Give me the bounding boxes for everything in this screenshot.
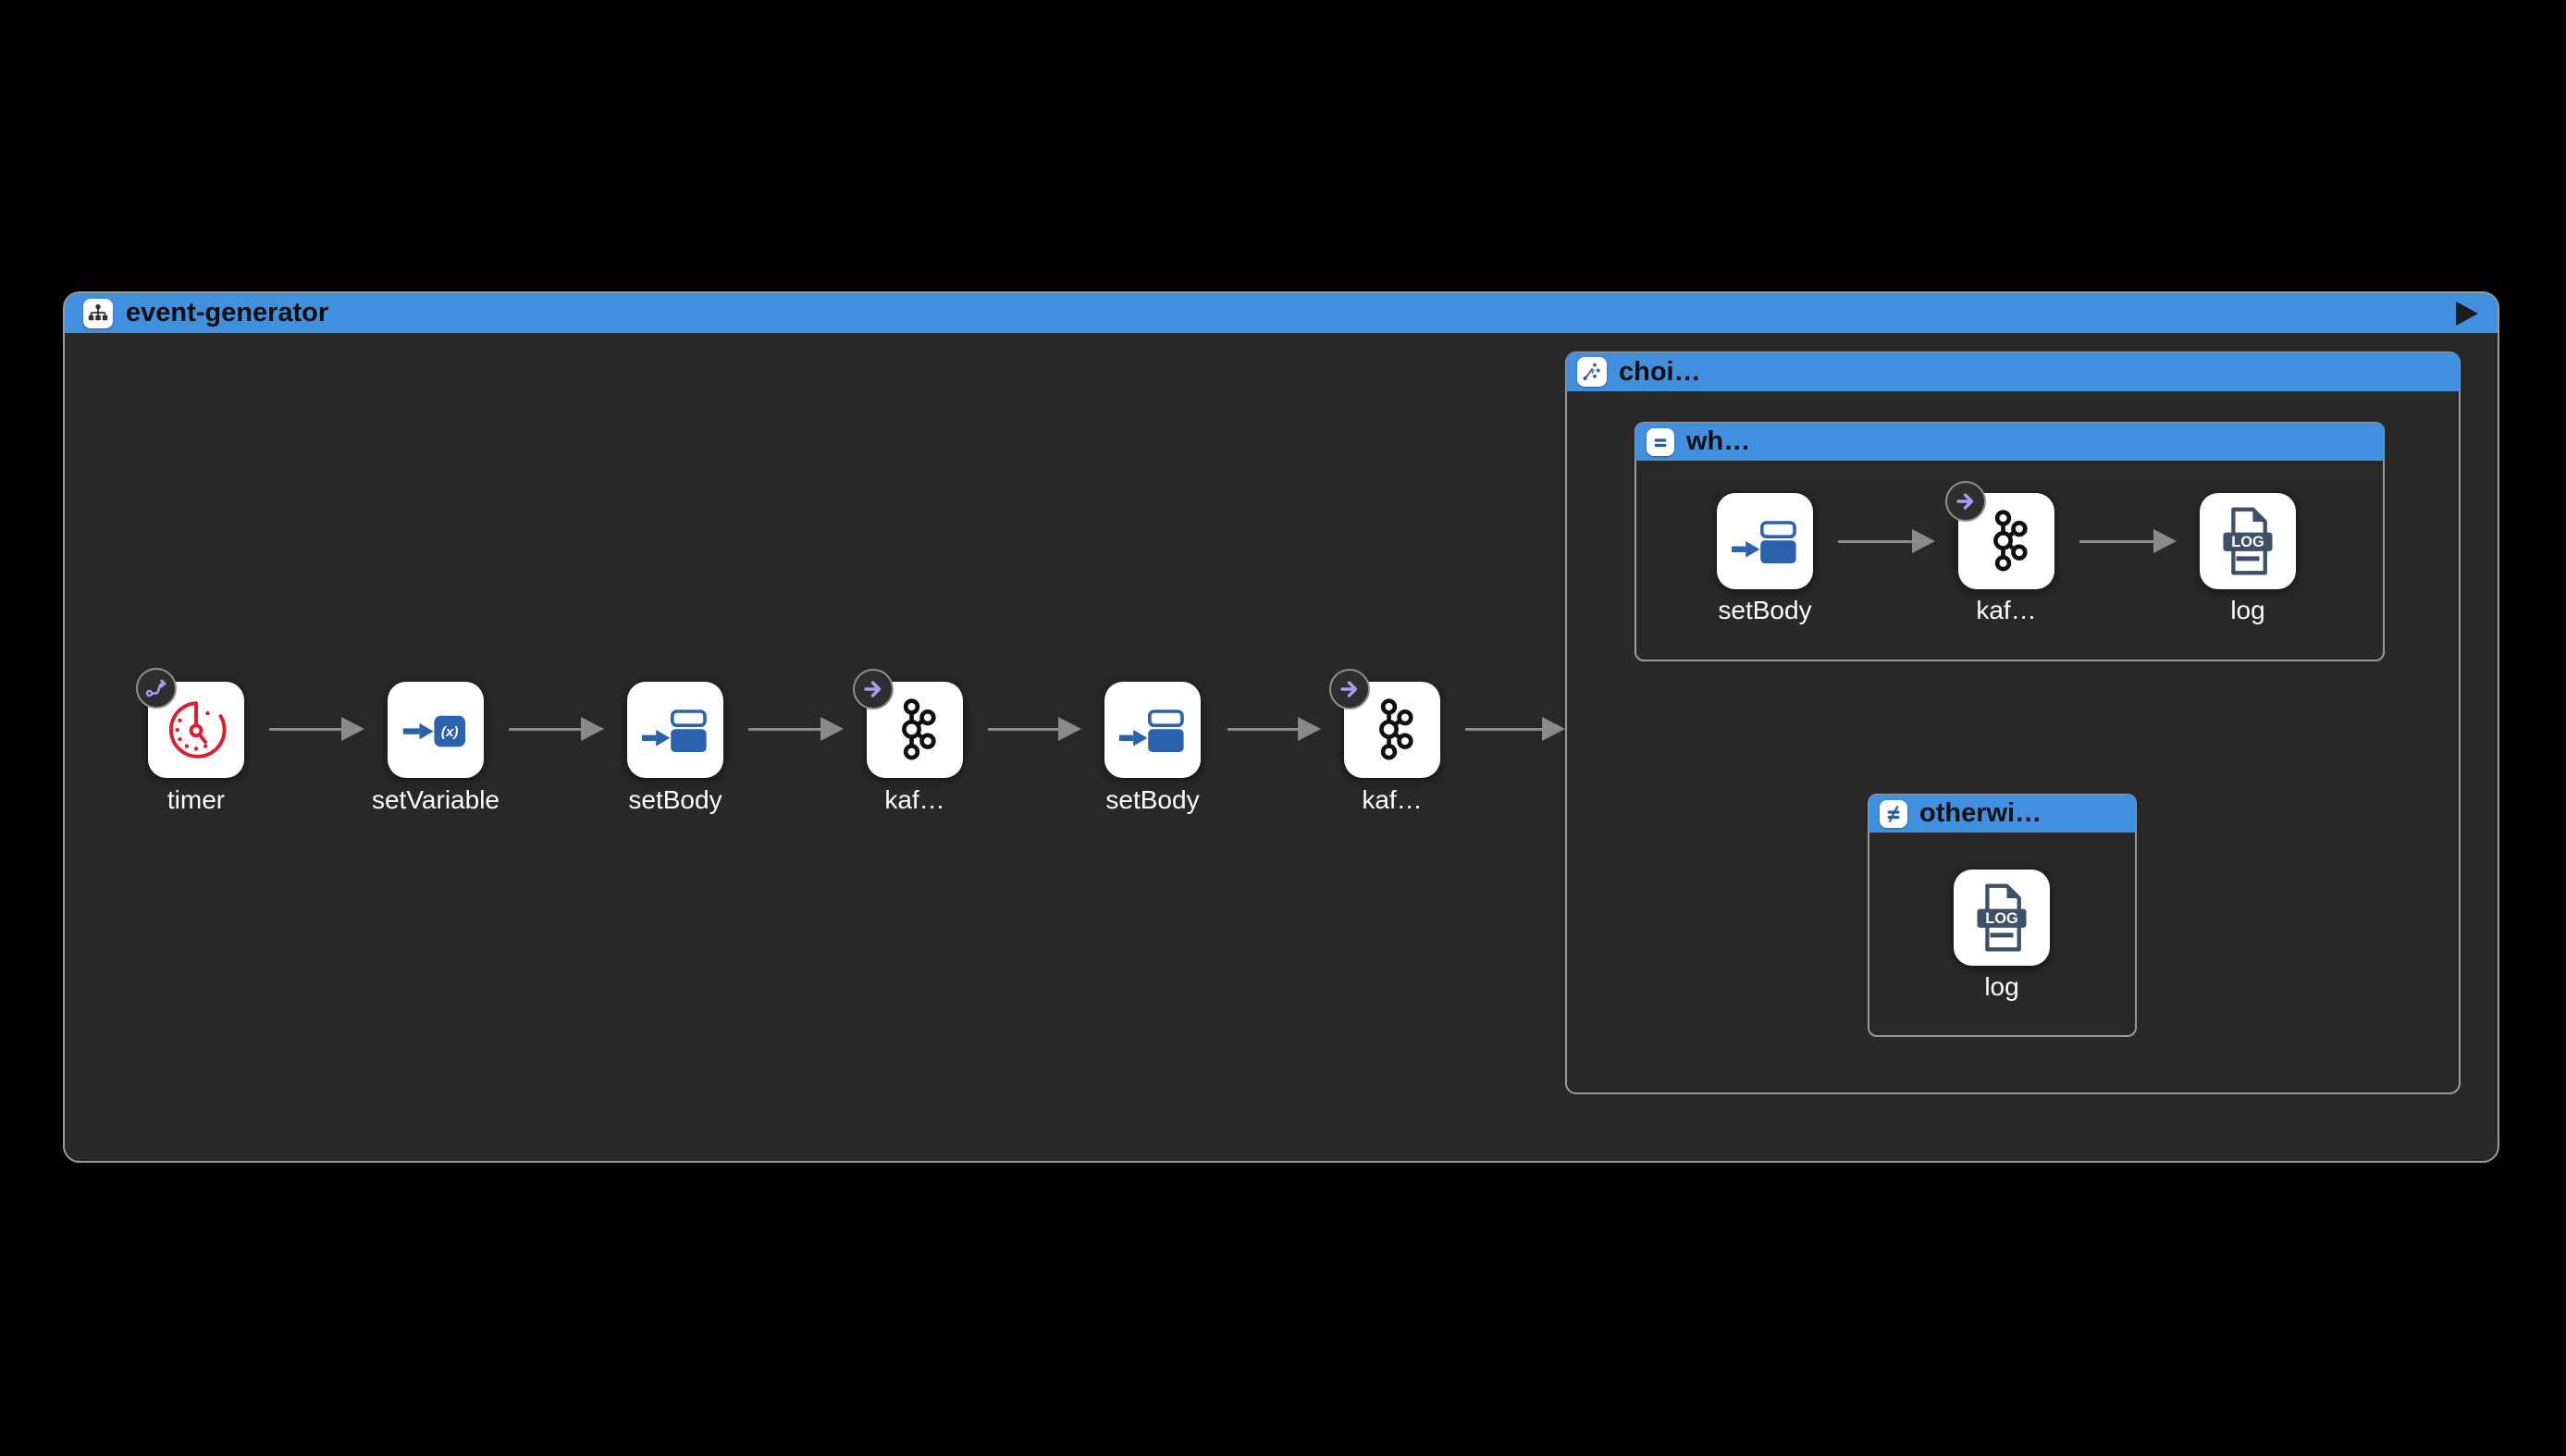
kafka-icon: [902, 698, 936, 760]
step-node-setbody[interactable]: [1104, 682, 1201, 778]
equals-icon: [1647, 427, 1674, 456]
step-node-setbody[interactable]: [1717, 493, 1813, 589]
choice-group-header[interactable]: choi…: [1566, 352, 2460, 391]
timer-icon: [168, 701, 227, 759]
step-label: setBody: [1105, 785, 1200, 814]
step-label: log: [1984, 972, 2019, 1001]
edge-connector: [2079, 529, 2177, 553]
svg-text:(x): (x): [441, 724, 459, 740]
step-label: setBody: [1718, 596, 1812, 624]
edge-connector: [1838, 529, 1935, 553]
edge-connector: [988, 717, 1081, 741]
arrow-badge-icon: [1329, 669, 1370, 709]
route-header[interactable]: event-generator: [65, 293, 2498, 333]
otherwise-group: otherwi…: [1868, 794, 2137, 1037]
choice-group-title: choi…: [1619, 356, 1701, 387]
edge-connector: [1227, 717, 1321, 741]
edge-connector: [269, 717, 364, 741]
not-equals-icon: [1880, 799, 1907, 828]
when-group-title: wh…: [1686, 426, 1751, 456]
step-label: log: [2230, 596, 2265, 624]
set-body-icon: [1732, 521, 1796, 563]
arrow-badge-icon: [1945, 481, 1986, 522]
step-label: setBody: [628, 785, 722, 814]
step-node-log[interactable]: LOG: [1954, 870, 2050, 966]
svg-text:LOG: LOG: [1985, 910, 2017, 927]
step-label: kaf…: [884, 785, 945, 814]
step-label: setVariable: [371, 785, 500, 814]
play-icon: [2456, 301, 2478, 326]
choice-branch-icon: [1577, 357, 1607, 387]
step-node-setvariable[interactable]: (x): [388, 682, 484, 778]
edge-connector: [1465, 717, 1565, 741]
log-icon: LOG: [1977, 883, 2027, 952]
route-badge-icon: [136, 668, 177, 709]
edge-connector: [509, 717, 604, 741]
when-group-header[interactable]: wh…: [1635, 423, 2384, 461]
step-node-setbody[interactable]: [627, 682, 723, 778]
arrow-badge-icon: [853, 669, 894, 709]
otherwise-group-header[interactable]: otherwi…: [1869, 795, 2136, 833]
step-label: kaf…: [1976, 596, 2037, 624]
otherwise-group-title: otherwi…: [1919, 798, 2042, 828]
svg-text:LOG: LOG: [2231, 534, 2264, 550]
step-label: timer: [167, 785, 226, 814]
step-label: kaf…: [1362, 785, 1423, 814]
kafka-icon: [1379, 698, 1413, 760]
run-route-button[interactable]: [2455, 301, 2479, 327]
set-variable-icon: (x): [402, 715, 465, 747]
set-body-icon: [642, 709, 707, 752]
step-node-log[interactable]: LOG: [2200, 493, 2296, 589]
route-graph-icon: [83, 298, 113, 328]
log-icon: LOG: [2223, 507, 2273, 575]
step-node-kafka[interactable]: [1344, 682, 1440, 778]
edge-connector: [748, 717, 844, 741]
kafka-icon: [1993, 510, 2028, 572]
set-body-icon: [1119, 709, 1184, 752]
route-title: event-generator: [126, 298, 329, 327]
